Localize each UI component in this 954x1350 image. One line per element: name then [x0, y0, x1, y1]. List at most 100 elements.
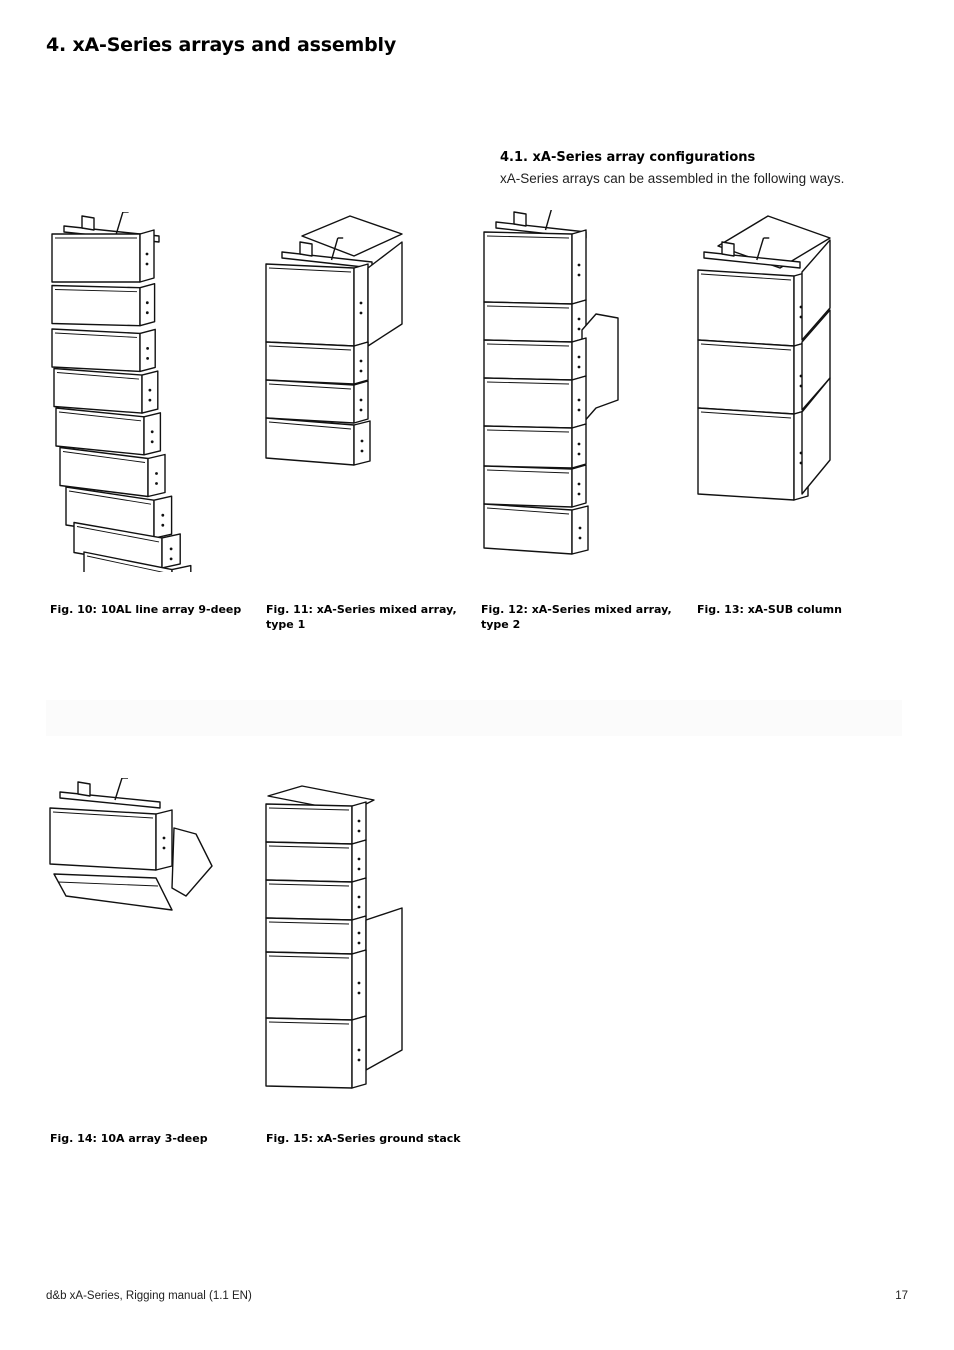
cabinet-side: [571, 337, 587, 381]
cabinet-side: [571, 375, 587, 429]
cabinet-detail: [268, 807, 350, 811]
cabinet-side: [141, 370, 159, 414]
cabinet-detail: [58, 411, 142, 422]
flying-frame-plate: [299, 241, 313, 257]
rigging-pin: [577, 492, 581, 496]
footer-page-number: 17: [895, 1290, 908, 1302]
cabinet-detail: [268, 267, 352, 273]
cabinet-front: [265, 1017, 353, 1089]
rigging-pin: [359, 359, 363, 363]
cabinet-front: [483, 465, 573, 508]
cabinet-detail: [268, 383, 352, 390]
cabinet-side: [155, 809, 173, 871]
figure-caption-12: Fig. 12: xA-Series mixed array, type 2: [481, 603, 672, 631]
cabinet-front: [697, 269, 795, 347]
rigging-pin: [150, 430, 154, 434]
rigging-pin: [145, 301, 149, 305]
rigging-pin: [357, 981, 361, 985]
cabinet-side: [351, 877, 367, 921]
cabinet-front: [697, 407, 795, 501]
cabinet-side: [139, 282, 156, 327]
flying-frame-plate: [721, 241, 735, 257]
rigging-pin: [148, 398, 152, 402]
rigging-pin: [357, 931, 361, 935]
cabinet-detail: [268, 883, 350, 887]
cabinet-angled: [53, 873, 173, 911]
rigging-pin: [577, 263, 581, 267]
figure-caption-15: Fig. 15: xA-Series ground stack: [266, 1132, 461, 1145]
cabinet-side: [353, 341, 369, 385]
cabinet-detail: [486, 429, 570, 433]
rigging-pin: [357, 829, 361, 833]
cabinet-side: [147, 453, 166, 498]
cabinet-detail: [54, 332, 138, 338]
cabinet-side: [139, 328, 156, 373]
flying-frame-plate: [81, 215, 95, 231]
cabinet-front: [697, 339, 795, 415]
cabinet-front: [55, 407, 145, 456]
rigging-pin: [161, 523, 165, 527]
cabinet-detail: [62, 451, 146, 463]
rigging-pin: [169, 547, 173, 551]
cabinet-side: [351, 801, 367, 845]
rigging-pin: [577, 365, 581, 369]
rigging-pin: [145, 311, 149, 315]
rigging-pin: [359, 408, 363, 412]
rigging-pin: [578, 536, 582, 540]
figure-caption-11: Fig. 11: xA-Series mixed array, type 1: [266, 603, 457, 631]
cabinet-detail: [486, 469, 570, 474]
lifting-bracket: [544, 210, 552, 231]
mixed-array-type1-illustration: [262, 212, 412, 482]
cabinet-detail: [68, 490, 152, 505]
rigging-pin: [357, 895, 361, 899]
cabinet-detail: [486, 507, 570, 515]
rigging-pin: [148, 388, 152, 392]
rigging-pin: [146, 357, 149, 360]
cabinet-side: [353, 420, 371, 466]
rigging-pin: [577, 273, 581, 277]
cabinet-detail: [486, 381, 570, 385]
cabinet-top: [301, 215, 403, 257]
flying-frame: [59, 791, 161, 809]
cabinet-front: [53, 367, 143, 414]
cabinet-side: [571, 505, 589, 555]
cabinet-front: [483, 231, 573, 305]
cabinet-side: [571, 423, 587, 469]
cabinet-side: [351, 949, 367, 1021]
rigging-pin: [162, 836, 166, 840]
sub-side-panel: [581, 313, 619, 425]
cabinet-detail: [268, 845, 350, 849]
rigging-pin: [577, 398, 581, 402]
rigging-pin: [161, 513, 165, 517]
rigging-pin: [169, 557, 173, 561]
rigging-pin: [359, 398, 363, 402]
rigging-pin: [577, 327, 581, 331]
cabinet-side: [353, 263, 369, 347]
cabinet-detail: [52, 811, 154, 819]
cabinet-side: [351, 1015, 367, 1089]
flying-frame-plate: [513, 211, 527, 227]
figure-caption-14: Fig. 14: 10A array 3-deep: [50, 1132, 208, 1145]
flying-frame: [703, 251, 801, 269]
sub-side-panel: [801, 239, 831, 341]
rigging-pin: [357, 1048, 361, 1052]
rigging-pin: [357, 941, 361, 945]
cabinet-front: [83, 551, 173, 572]
rigging-pin: [577, 355, 581, 359]
rigging-pin: [359, 311, 363, 315]
cabinet-angled: [171, 827, 213, 897]
cabinet-side: [171, 564, 192, 572]
rigging-pin: [145, 252, 149, 256]
rigging-pin: [577, 317, 581, 321]
cabinet-side: [153, 495, 173, 539]
cabinet-side: [161, 533, 181, 569]
rigging-pin: [577, 408, 581, 412]
lifting-bracket: [330, 237, 339, 261]
rigging-pin: [150, 440, 154, 444]
cabinet-detail: [486, 343, 570, 347]
rigging-pin: [577, 452, 581, 456]
cabinet-detail: [700, 343, 792, 351]
section-heading: 4.1. xA-Series array configurations: [500, 150, 756, 165]
rigging-pin: [357, 905, 361, 909]
rigging-pin: [360, 449, 364, 453]
